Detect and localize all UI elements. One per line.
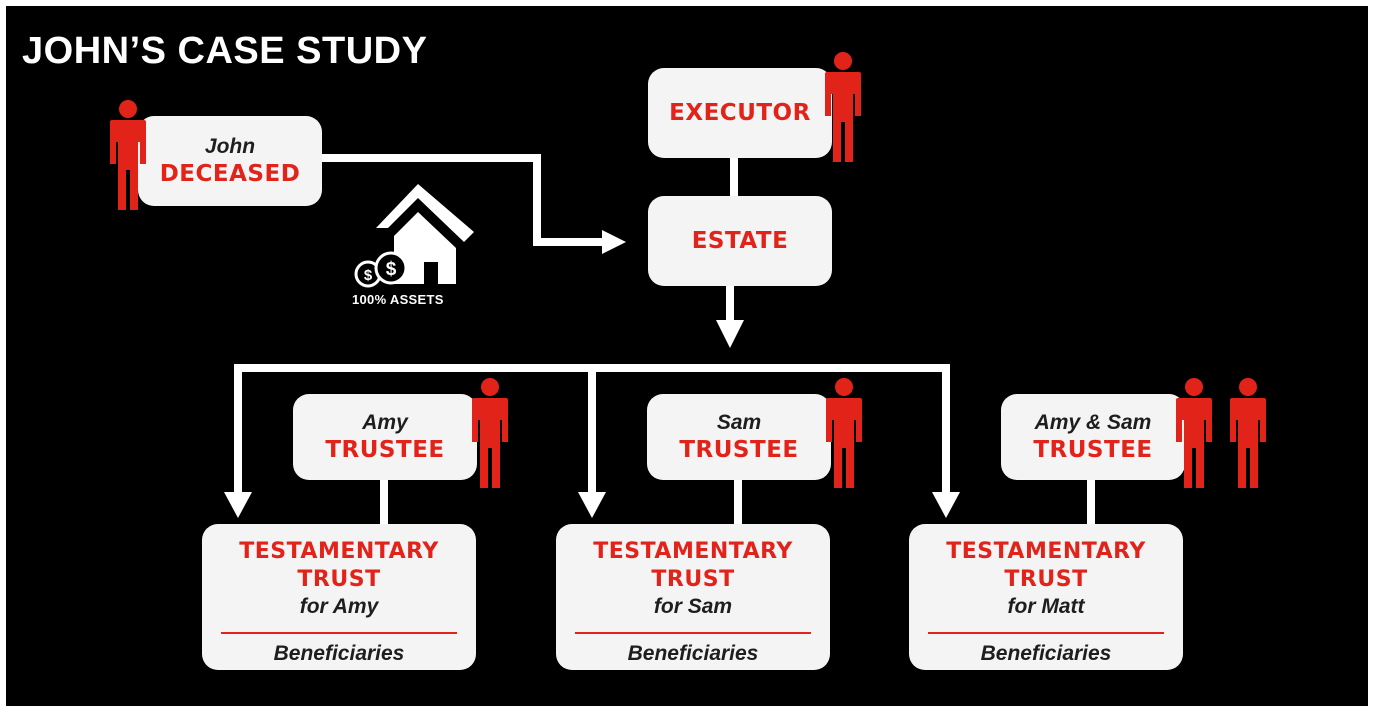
trust-matt-beneficiaries: Beneficiaries (980, 642, 1112, 665)
arrow-to-trust-amy (224, 492, 252, 518)
john-name: John (204, 135, 256, 158)
person-icon-sam (826, 378, 862, 488)
person-icon-amy-2 (1176, 378, 1212, 488)
arrow-to-estate (602, 230, 626, 254)
trust-matt-divider (928, 632, 1164, 634)
trustee-amy-name: Amy (362, 411, 408, 434)
john-role: DECEASED (159, 161, 301, 187)
trust-matt-line2: TRUST (1004, 567, 1088, 592)
trustee-sam-node: Sam TRUSTEE (647, 394, 831, 480)
person-icon-executor (825, 52, 861, 162)
estate-role: ESTATE (691, 228, 789, 254)
trust-amy-line2: TRUST (297, 567, 381, 592)
trust-sam-divider (575, 632, 811, 634)
trust-sam-node: TESTAMENTARY TRUST for Sam Beneficiaries (556, 524, 830, 670)
connector-lines: $ $ (224, 154, 1095, 524)
trust-matt-node: TESTAMENTARY TRUST for Matt Beneficiarie… (909, 524, 1183, 670)
diagram-canvas: JOHN’S CASE STUDY (6, 6, 1368, 706)
trustee-amy-sam-name: Amy & Sam (1034, 411, 1152, 434)
house-with-coins-icon: $ $ (354, 184, 474, 288)
trustee-amy-node: Amy TRUSTEE (293, 394, 477, 480)
person-icons-layer (110, 52, 1266, 488)
page-title: JOHN’S CASE STUDY (22, 30, 428, 72)
person-icon-amy (472, 378, 508, 488)
svg-text:$: $ (364, 267, 373, 284)
person-icon-john (110, 100, 146, 210)
trust-amy-beneficiaries: Beneficiaries (273, 642, 405, 665)
arrow-to-trust-matt (932, 492, 960, 518)
executor-role: EXECUTOR (669, 100, 811, 126)
trust-sam-for: for Sam (653, 595, 733, 618)
arrow-to-trust-sam (578, 492, 606, 518)
trust-amy-divider (221, 632, 457, 634)
trustee-amy-role: TRUSTEE (325, 437, 445, 463)
trustee-sam-role: TRUSTEE (679, 437, 799, 463)
trustee-sam-name: Sam (716, 411, 762, 434)
person-icon-sam-2 (1230, 378, 1266, 488)
trust-sam-beneficiaries: Beneficiaries (627, 642, 759, 665)
trust-sam-line1: TESTAMENTARY (593, 539, 793, 564)
trustee-amy-sam-role: TRUSTEE (1033, 437, 1153, 463)
trustee-amy-sam-node: Amy & Sam TRUSTEE (1001, 394, 1185, 480)
john-to-estate-connector (322, 154, 604, 246)
trust-amy-line1: TESTAMENTARY (239, 539, 439, 564)
executor-node: EXECUTOR (648, 68, 832, 158)
svg-text:$: $ (386, 259, 397, 280)
estate-node: ESTATE (648, 196, 832, 286)
arrow-down-estate (716, 320, 744, 348)
trust-amy-for: for Amy (299, 595, 379, 618)
trust-matt-for: for Matt (1007, 595, 1085, 618)
trust-amy-node: TESTAMENTARY TRUST for Amy Beneficiaries (202, 524, 476, 670)
assets-label: 100% ASSETS (352, 292, 444, 307)
trust-matt-line1: TESTAMENTARY (946, 539, 1146, 564)
john-deceased-node: John DECEASED (138, 116, 322, 206)
trust-sam-line2: TRUST (651, 567, 735, 592)
